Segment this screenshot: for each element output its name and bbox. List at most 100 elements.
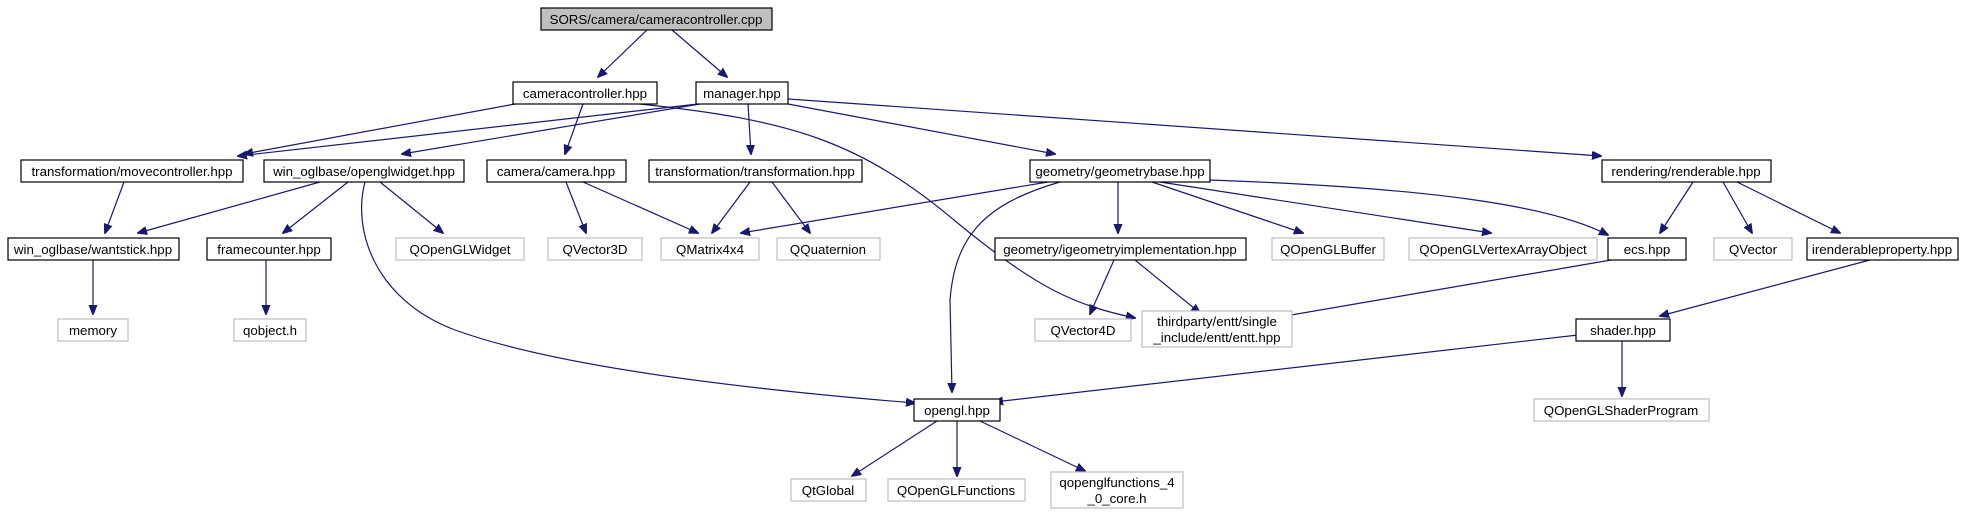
node-label-line1: qopenglfunctions_4 <box>1059 475 1174 490</box>
node-qtglobal[interactable]: QtGlobal <box>790 478 867 502</box>
node-shader-hpp[interactable]: shader.hpp <box>1575 318 1671 342</box>
edge-geometrybase-to-qopenglbuffer <box>1151 181 1303 233</box>
node-qopenglbuffer[interactable]: QOpenGLBuffer <box>1271 237 1385 261</box>
node-label: transformation/transformation.hpp <box>655 164 855 179</box>
edge-igeometryimpl-to-entt <box>1134 259 1200 313</box>
node-label-line1: thirdparty/entt/single <box>1157 314 1277 329</box>
edge-geometrybase-to-qopenglvao <box>1159 181 1491 233</box>
node-qopenglwidget[interactable]: QOpenGLWidget <box>395 237 525 261</box>
node-movecontroller-hpp[interactable]: transformation/movecontroller.hpp <box>20 159 244 183</box>
edges <box>93 29 1871 476</box>
node-label: shader.hpp <box>1590 323 1656 338</box>
node-igeometryimplementation-hpp[interactable]: geometry/igeometryimplementation.hpp <box>994 237 1247 261</box>
node-label: QQuaternion <box>790 242 866 257</box>
node-qopenglshaderprogram[interactable]: QOpenGLShaderProgram <box>1533 398 1710 422</box>
node-qquaternion[interactable]: QQuaternion <box>776 237 881 261</box>
node-label: QOpenGLVertexArrayObject <box>1419 242 1587 257</box>
node-label: memory <box>69 323 117 338</box>
node-label: QOpenGLWidget <box>409 242 510 257</box>
node-label: QVector3D <box>562 242 627 257</box>
edge-cameracontroller-to-entt <box>639 103 1135 318</box>
edge-geometrybase-to-opengl <box>950 181 1061 392</box>
nodes: SORS/camera/cameracontroller.cpp camerac… <box>7 7 1959 509</box>
node-cameracontroller-hpp[interactable]: cameracontroller.hpp <box>512 81 658 105</box>
edge-openglwidget-to-opengl <box>361 181 915 403</box>
node-label: rendering/renderable.hpp <box>1611 164 1760 179</box>
edge-cameracontroller-to-camera <box>565 103 584 154</box>
node-label: QVector4D <box>1050 323 1115 338</box>
edge-irenderableproperty-to-shader <box>1660 259 1871 316</box>
node-label-line2: _include/entt/entt.hpp <box>1152 330 1280 345</box>
node-memory[interactable]: memory <box>57 318 129 342</box>
node-qvector[interactable]: QVector <box>1713 237 1793 261</box>
node-label: QOpenGLShaderProgram <box>1544 403 1698 418</box>
node-label: cameracontroller.hpp <box>523 86 647 101</box>
node-manager-hpp[interactable]: manager.hpp <box>695 81 789 105</box>
edge-openglwidget-to-framecounter <box>283 181 349 233</box>
edge-camera-to-qmatrix4x4 <box>582 181 698 233</box>
node-label: geometry/igeometryimplementation.hpp <box>1003 242 1237 257</box>
node-label-line2: _0_core.h <box>1086 491 1146 506</box>
node-label: irenderableproperty.hpp <box>1812 242 1952 257</box>
edge-manager-to-renderable <box>787 98 1601 156</box>
edge-renderable-to-qvector <box>1722 181 1752 233</box>
edge-opengl-to-qtglobal <box>852 420 938 476</box>
node-label: win_oglbase/openglwidget.hpp <box>272 164 455 179</box>
node-label: geometry/geometrybase.hpp <box>1035 164 1204 179</box>
edge-movecontroller-to-wantstick <box>105 181 125 233</box>
edge-geometrybase-to-ecs <box>1209 179 1608 235</box>
node-label: qobject.h <box>243 323 297 338</box>
edge-geometrybase-to-qmatrix4x4 <box>741 181 1049 233</box>
node-geometrybase-hpp[interactable]: geometry/geometrybase.hpp <box>1029 159 1211 183</box>
node-qopenglfunctions[interactable]: QOpenGLFunctions <box>887 478 1026 502</box>
node-qopenglfunctions-core[interactable]: qopenglfunctions_4 _0_core.h <box>1050 471 1184 509</box>
edge-shader-to-opengl <box>994 334 1579 402</box>
node-label: QOpenGLBuffer <box>1280 242 1376 257</box>
edge-manager-to-geometrybase <box>787 103 1055 154</box>
node-transformation-hpp[interactable]: transformation/transformation.hpp <box>648 159 863 183</box>
edge-camera-to-qvector3d <box>565 181 586 233</box>
edge-renderable-to-irenderableproperty <box>1724 175 1840 233</box>
node-label: QVector <box>1729 242 1778 257</box>
edge-renderable-to-ecs <box>1660 181 1694 233</box>
edge-root-to-cameracontroller <box>598 29 648 77</box>
node-openglwidget-hpp[interactable]: win_oglbase/openglwidget.hpp <box>263 159 465 183</box>
node-renderable-hpp[interactable]: rendering/renderable.hpp <box>1601 159 1772 183</box>
node-entt-hpp[interactable]: thirdparty/entt/single _include/entt/ent… <box>1141 310 1293 348</box>
node-qmatrix4x4[interactable]: QMatrix4x4 <box>660 237 760 261</box>
edge-transformation-to-qmatrix4x4 <box>712 181 751 233</box>
node-label: ecs.hpp <box>1624 242 1671 257</box>
edge-opengl-to-qopenglfunctions-core <box>979 420 1085 471</box>
node-label: QMatrix4x4 <box>676 242 744 257</box>
edge-openglwidget-to-qopenglwidget <box>379 181 443 233</box>
edge-root-to-manager <box>671 29 727 77</box>
node-qvector4d[interactable]: QVector4D <box>1034 318 1132 342</box>
edge-manager-to-openglwidget <box>402 103 701 154</box>
node-root-file[interactable]: SORS/camera/cameracontroller.cpp <box>540 7 773 31</box>
node-label: QOpenGLFunctions <box>897 483 1016 498</box>
edge-openglwidget-to-wantstick <box>138 181 321 233</box>
node-label: framecounter.hpp <box>217 242 321 257</box>
node-label: QtGlobal <box>802 483 855 498</box>
node-label: camera/camera.hpp <box>497 164 615 179</box>
node-ecs-hpp[interactable]: ecs.hpp <box>1607 237 1687 261</box>
node-qvector3d[interactable]: QVector3D <box>547 237 643 261</box>
edge-cameracontroller-to-movecontroller <box>244 103 516 154</box>
node-label: manager.hpp <box>703 86 781 101</box>
node-irenderableproperty-hpp[interactable]: irenderableproperty.hpp <box>1806 237 1959 261</box>
node-framecounter-hpp[interactable]: framecounter.hpp <box>206 237 332 261</box>
edge-manager-to-transformation <box>748 103 751 154</box>
node-label: win_oglbase/wantstick.hpp <box>13 242 172 257</box>
node-wantstick-hpp[interactable]: win_oglbase/wantstick.hpp <box>7 237 180 261</box>
node-qopenglvertexarrayobject[interactable]: QOpenGLVertexArrayObject <box>1408 237 1598 261</box>
node-camera-hpp[interactable]: camera/camera.hpp <box>486 159 627 183</box>
edge-manager-to-movecontroller <box>238 103 699 156</box>
node-opengl-hpp[interactable]: opengl.hpp <box>913 398 1001 422</box>
node-label: opengl.hpp <box>924 403 990 418</box>
edge-transformation-to-qquaternion <box>771 181 810 233</box>
node-label: transformation/movecontroller.hpp <box>31 164 232 179</box>
edge-igeometryimpl-to-qvector4d <box>1090 259 1115 314</box>
node-qobject-h[interactable]: qobject.h <box>233 318 307 342</box>
edge-ecs-to-entt <box>1262 259 1612 320</box>
